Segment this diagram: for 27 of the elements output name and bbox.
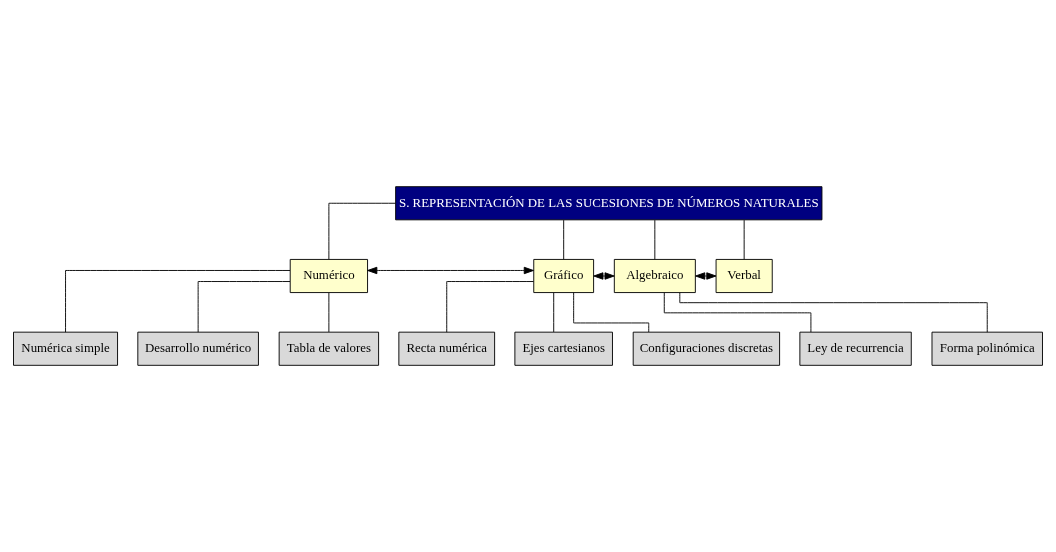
node-box: Tabla de valores: [278, 331, 380, 366]
node-box: Ejes cartesianos: [514, 331, 613, 366]
node-box: Recta numérica: [398, 331, 496, 366]
connector: [553, 292, 555, 333]
connector: [663, 292, 812, 333]
connector: [65, 270, 291, 333]
connector: [328, 202, 397, 260]
node-box: Algebraico: [613, 258, 696, 294]
node-box: S. REPRESENTACIÓN DE LAS SUCESIONES DE NÚMEROS NATURALES: [395, 186, 823, 221]
node-box: Desarrollo numérico: [137, 331, 259, 366]
connector: [197, 281, 291, 333]
node-box: Gráfico: [533, 258, 595, 294]
connector: [573, 292, 650, 333]
arrow: [695, 272, 717, 280]
node-box: Verbal: [715, 258, 773, 294]
connector: [328, 292, 330, 333]
node-box: Numérica simple: [13, 331, 118, 366]
connector: [743, 219, 745, 260]
connector: [446, 281, 534, 333]
node-box: Numérico: [289, 258, 368, 294]
connector: [654, 219, 656, 260]
node-box: Forma polinómica: [931, 331, 1043, 366]
connector: [679, 292, 988, 333]
node-box: Configuraciones discretas: [632, 331, 781, 366]
arrow: [367, 266, 534, 275]
node-box: Ley de recurrencia: [799, 331, 912, 366]
connector: [563, 219, 565, 260]
